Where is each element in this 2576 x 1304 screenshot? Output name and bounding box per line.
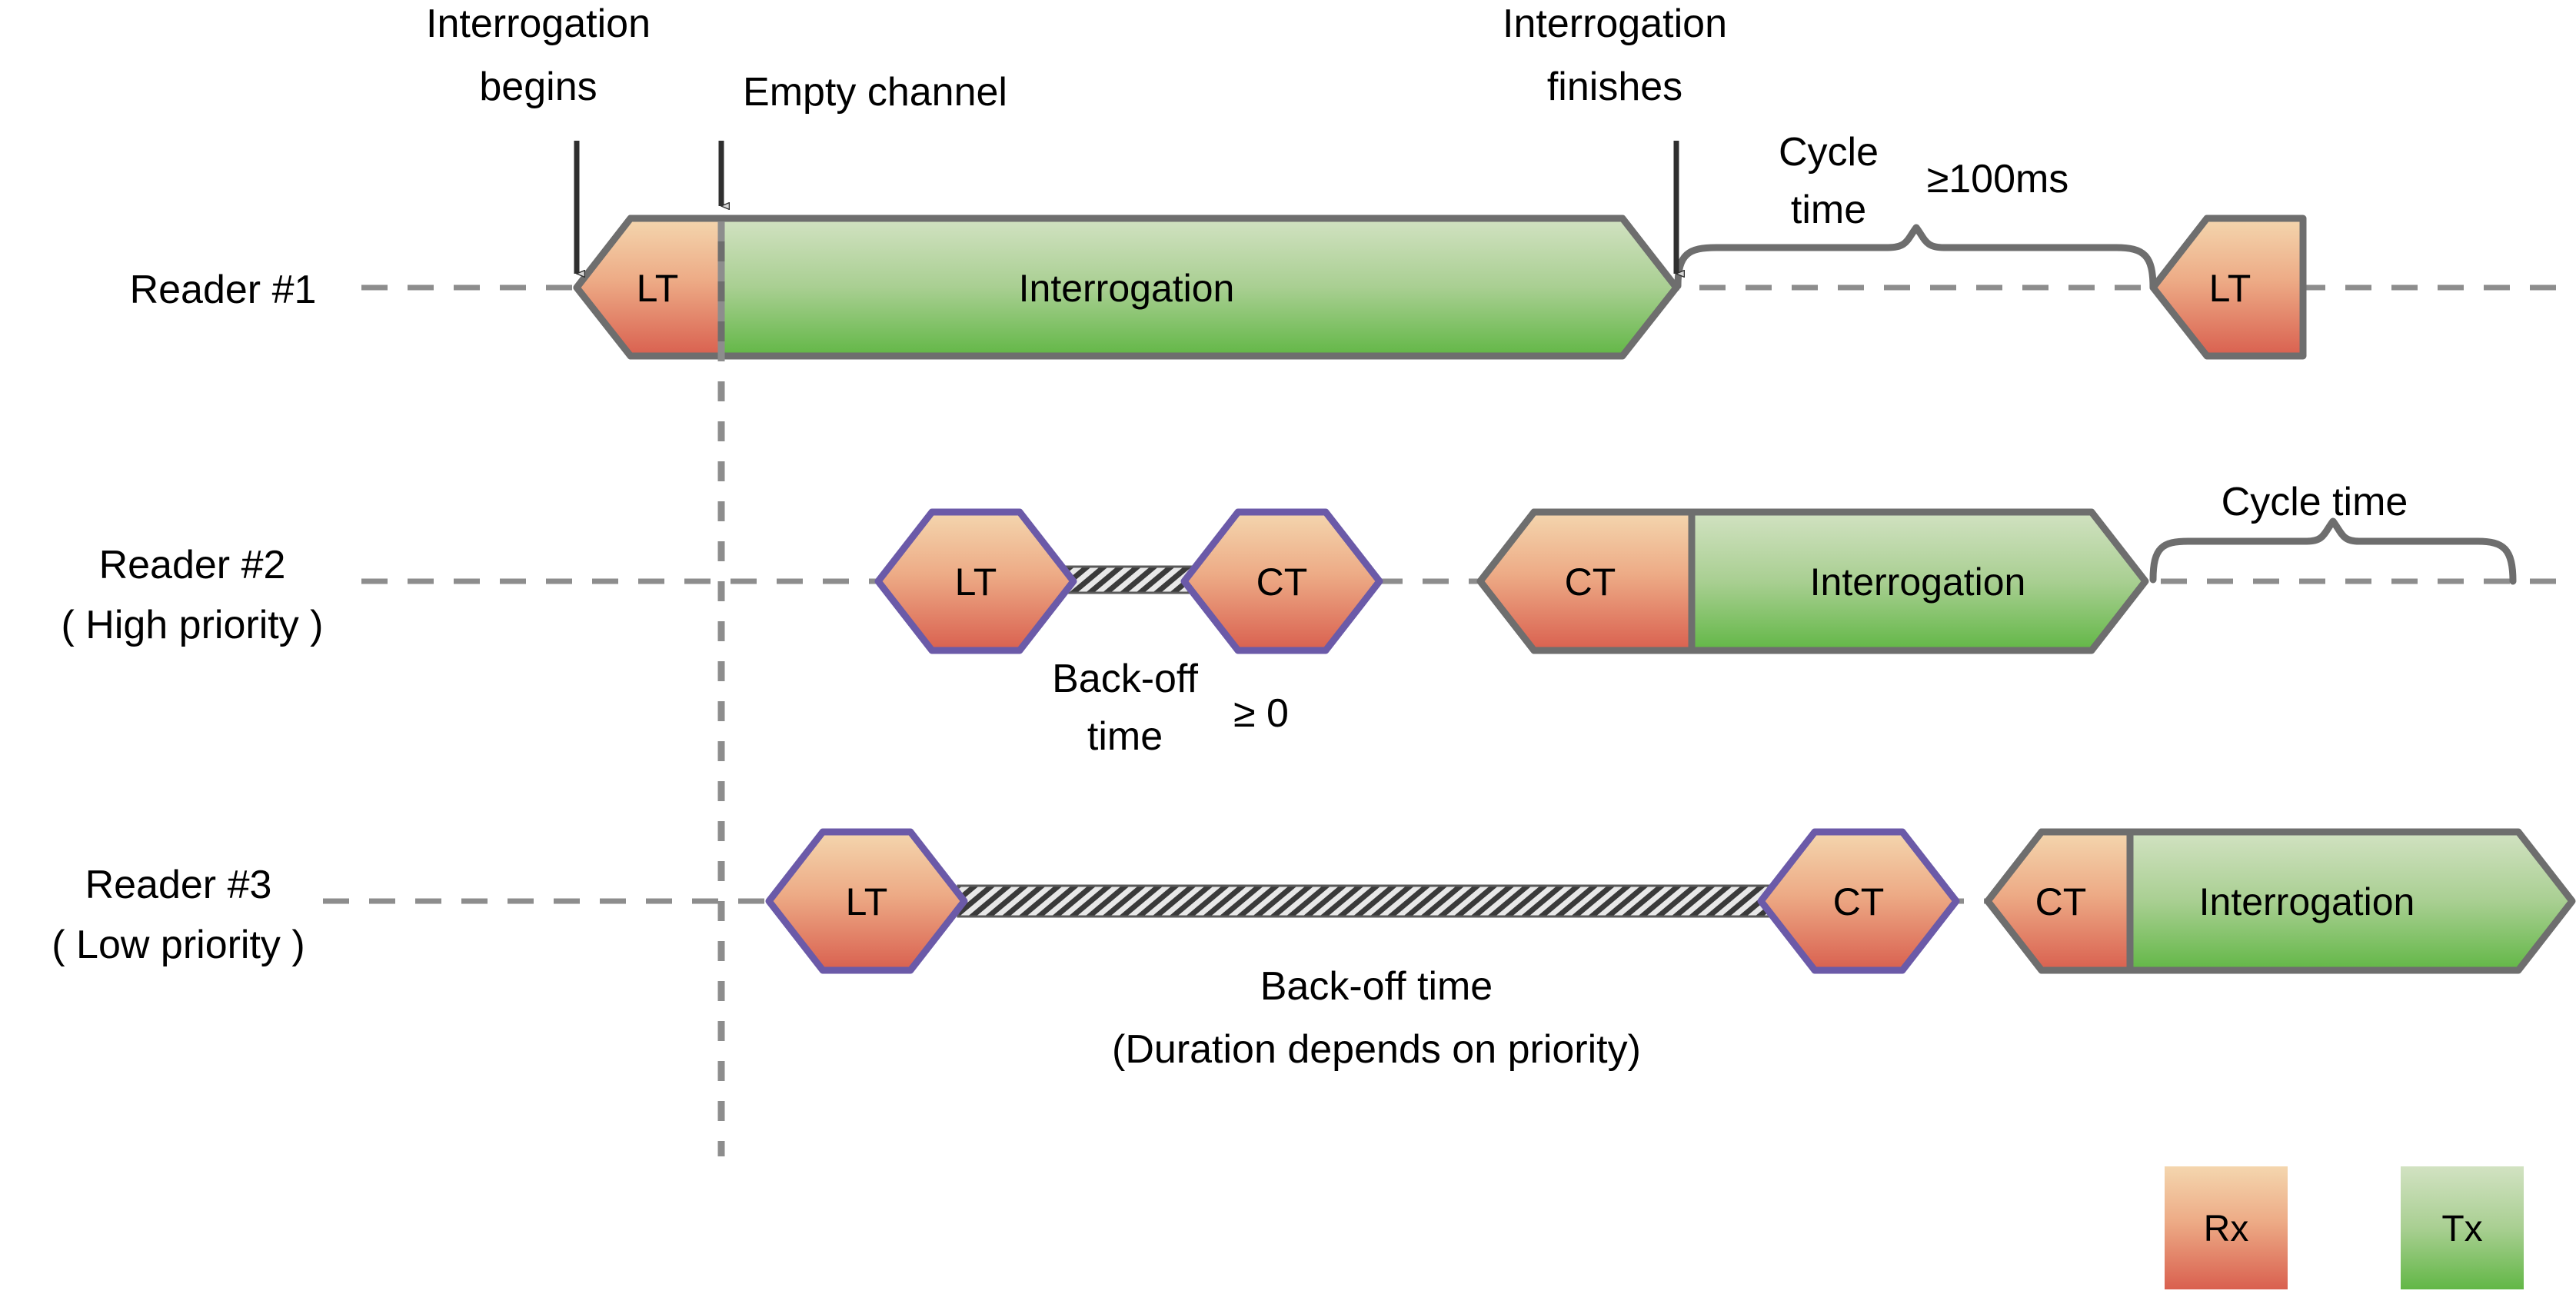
legend-swatch-tx[interactable] xyxy=(2401,1166,2524,1289)
label-reader2-ct2: CT xyxy=(1565,561,1616,604)
annotation-cycle-time-reader2: Cycle time xyxy=(2222,480,2408,524)
block-reader3-ct2[interactable] xyxy=(1984,828,2134,974)
label-reader3-ct2: CT xyxy=(2035,880,2087,923)
annotation-backoff-reader2-line1: Back-off xyxy=(1052,657,1198,701)
label-reader3-ct: CT xyxy=(1833,880,1885,923)
annotation-backoff-reader2-value: ≥ 0 xyxy=(1233,691,1289,736)
lane-reader2 xyxy=(361,508,2561,654)
block-reader2-ct2[interactable] xyxy=(1476,508,1696,654)
annotation-cycle-time-reader1-value: ≥100ms xyxy=(1927,157,2069,201)
label-reader2-interrogation: Interrogation xyxy=(1810,561,2026,604)
label-reader2-lt: LT xyxy=(955,561,997,604)
lane-reader1 xyxy=(361,215,2561,360)
block-reader1-lt-next[interactable] xyxy=(2149,215,2307,360)
legend-swatch-rx[interactable] xyxy=(2165,1166,2288,1289)
block-reader2-lt[interactable] xyxy=(874,508,1077,654)
callout-arrows xyxy=(574,141,1676,274)
label-reader1-lt: LT xyxy=(637,267,679,310)
brace-cycle-time-reader2 xyxy=(2149,517,2517,585)
block-reader3-ct[interactable] xyxy=(1757,828,1960,974)
block-reader3-lt[interactable] xyxy=(765,828,968,974)
annotation-backoff-reader3-line2: (Duration depends on priority) xyxy=(1112,1027,1641,1072)
legend-label-tx: Tx xyxy=(2441,1209,2482,1249)
callout-interrogation-begins-line2: begins xyxy=(479,65,597,109)
row-label-reader2: Reader #2 xyxy=(99,543,286,587)
label-reader3-interrogation: Interrogation xyxy=(2199,880,2415,923)
label-reader1-interrogation: Interrogation xyxy=(1019,267,1235,310)
block-reader1-lt[interactable] xyxy=(573,215,725,360)
annotation-backoff-reader3-line1: Back-off time xyxy=(1260,964,1493,1009)
row-label-reader1: Reader #1 xyxy=(130,268,317,312)
annotation-cycle-time-reader1-line2: time xyxy=(1791,188,1866,232)
row-label-reader3: Reader #3 xyxy=(85,863,272,907)
block-reader2-ct[interactable] xyxy=(1180,508,1383,654)
label-reader2-ct: CT xyxy=(1256,561,1308,604)
callout-interrogation-begins-line1: Interrogation xyxy=(426,2,651,46)
lane-reader3 xyxy=(323,828,2576,974)
label-reader3-lt: LT xyxy=(846,880,888,923)
row-sublabel-reader3: ( Low priority ) xyxy=(52,923,305,967)
legend-label-rx: Rx xyxy=(2204,1209,2249,1249)
brace-cycle-time-reader1 xyxy=(1674,224,2157,291)
row-sublabel-reader2: ( High priority ) xyxy=(62,603,324,647)
backoff-band-reader3 xyxy=(957,884,1772,918)
callout-interrogation-finishes-line1: Interrogation xyxy=(1503,2,1727,46)
annotation-cycle-time-reader1-line1: Cycle xyxy=(1779,130,1879,175)
label-reader1-lt-next: LT xyxy=(2209,267,2252,310)
legend xyxy=(2165,1166,2524,1289)
callout-empty-channel: Empty channel xyxy=(743,70,1007,115)
callout-interrogation-finishes-line2: finishes xyxy=(1547,65,1682,109)
annotation-backoff-reader2-line2: time xyxy=(1087,714,1163,759)
